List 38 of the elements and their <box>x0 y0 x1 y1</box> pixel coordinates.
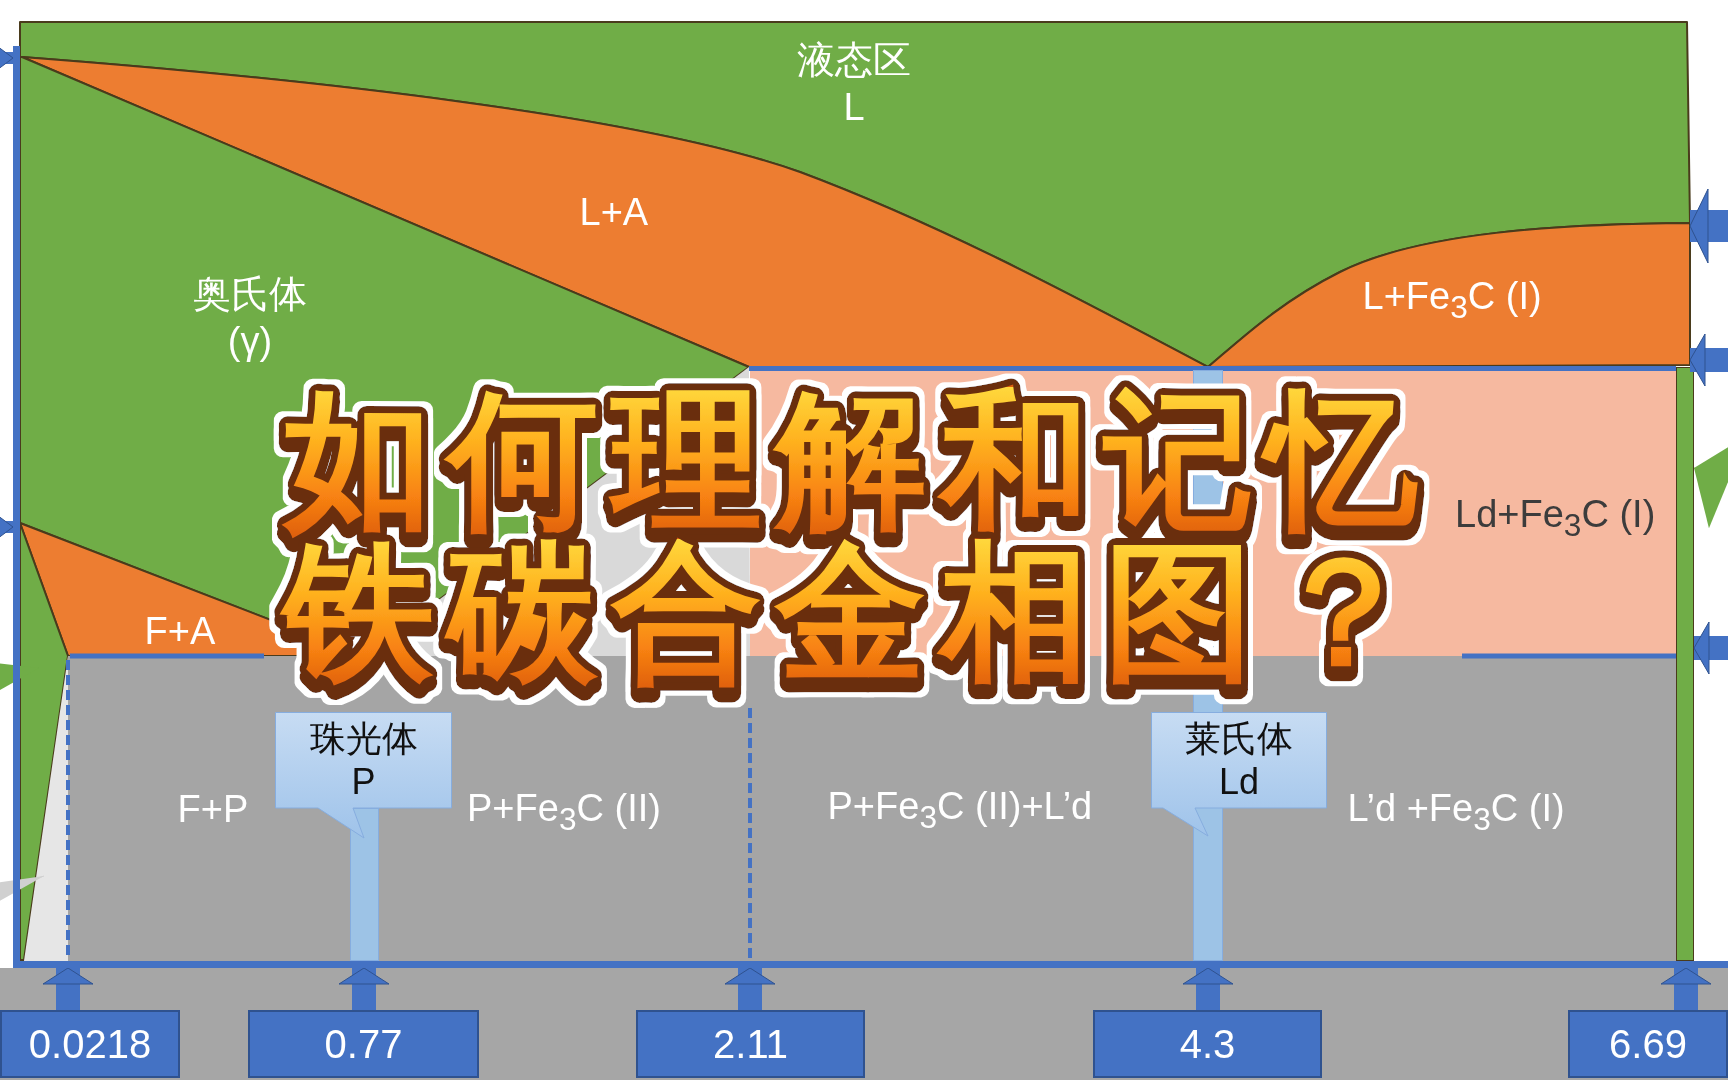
block-arrow <box>0 45 14 71</box>
block-arrow <box>1689 333 1728 387</box>
region-label: 液态区 L <box>796 37 912 130</box>
phase-region <box>1208 223 1690 367</box>
block-arrow <box>42 967 94 1010</box>
value-box <box>1093 1010 1322 1078</box>
block-arrow <box>338 967 390 1010</box>
block-arrow <box>1182 967 1234 1010</box>
composition-bar <box>350 808 379 961</box>
region-label: F+P <box>177 787 249 832</box>
value-label: 2.11 <box>713 1021 788 1068</box>
region-label: L’d +Fe$_{3}$C (I) <box>1347 786 1565 839</box>
block-arrow <box>0 514 14 540</box>
region-label: L+A <box>579 190 649 235</box>
region-label: 奥氏体 (γ) <box>192 271 308 364</box>
value-box <box>1568 1010 1728 1078</box>
composition-bar <box>1676 367 1694 961</box>
callout-text: 莱氏体 Ld <box>1184 716 1294 804</box>
value-box <box>248 1010 479 1078</box>
value-label: 0.0218 <box>28 1021 152 1068</box>
phase-region <box>20 523 68 960</box>
value-label: 0.77 <box>324 1021 403 1068</box>
value-box <box>636 1010 865 1078</box>
block-arrow <box>724 967 776 1010</box>
callout-text: 珠光体 P <box>308 716 419 804</box>
region-label: P+Fe$_{3}$C (II) <box>467 786 661 839</box>
callout-bubble <box>275 712 452 840</box>
block-arrow <box>1693 621 1728 675</box>
value-label: 6.69 <box>1609 1021 1687 1068</box>
block-arrow <box>1689 188 1728 264</box>
region-label: L+Fe$_{3}$C (I) <box>1362 274 1542 327</box>
value-label: 4.3 <box>1179 1021 1236 1068</box>
region-label: F+A <box>144 609 216 654</box>
block-arrow <box>1660 967 1712 1010</box>
value-box <box>0 1010 180 1078</box>
region-label: Ld+Fe$_{3}$C (I) <box>1455 492 1656 545</box>
phase-region <box>20 22 1690 367</box>
region-label: P+Fe$_{3}$C (II)+L’d <box>827 784 1093 837</box>
